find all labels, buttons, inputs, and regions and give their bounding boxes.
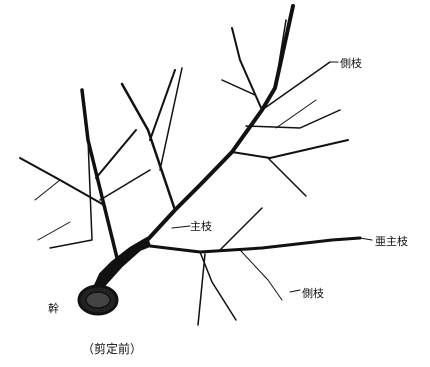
label-trunk: 幹	[48, 300, 59, 316]
label-sub-main-branch: 亜主枝	[375, 233, 408, 249]
label-lateral-branch-upper: 側枝	[340, 55, 362, 71]
left-leader	[82, 90, 118, 262]
figure-caption: （剪定前）	[82, 340, 142, 357]
label-lateral-branch-lower: 側枝	[302, 285, 324, 301]
sub-main-branch	[150, 238, 360, 252]
label-main-branch: 主枝	[190, 218, 212, 234]
